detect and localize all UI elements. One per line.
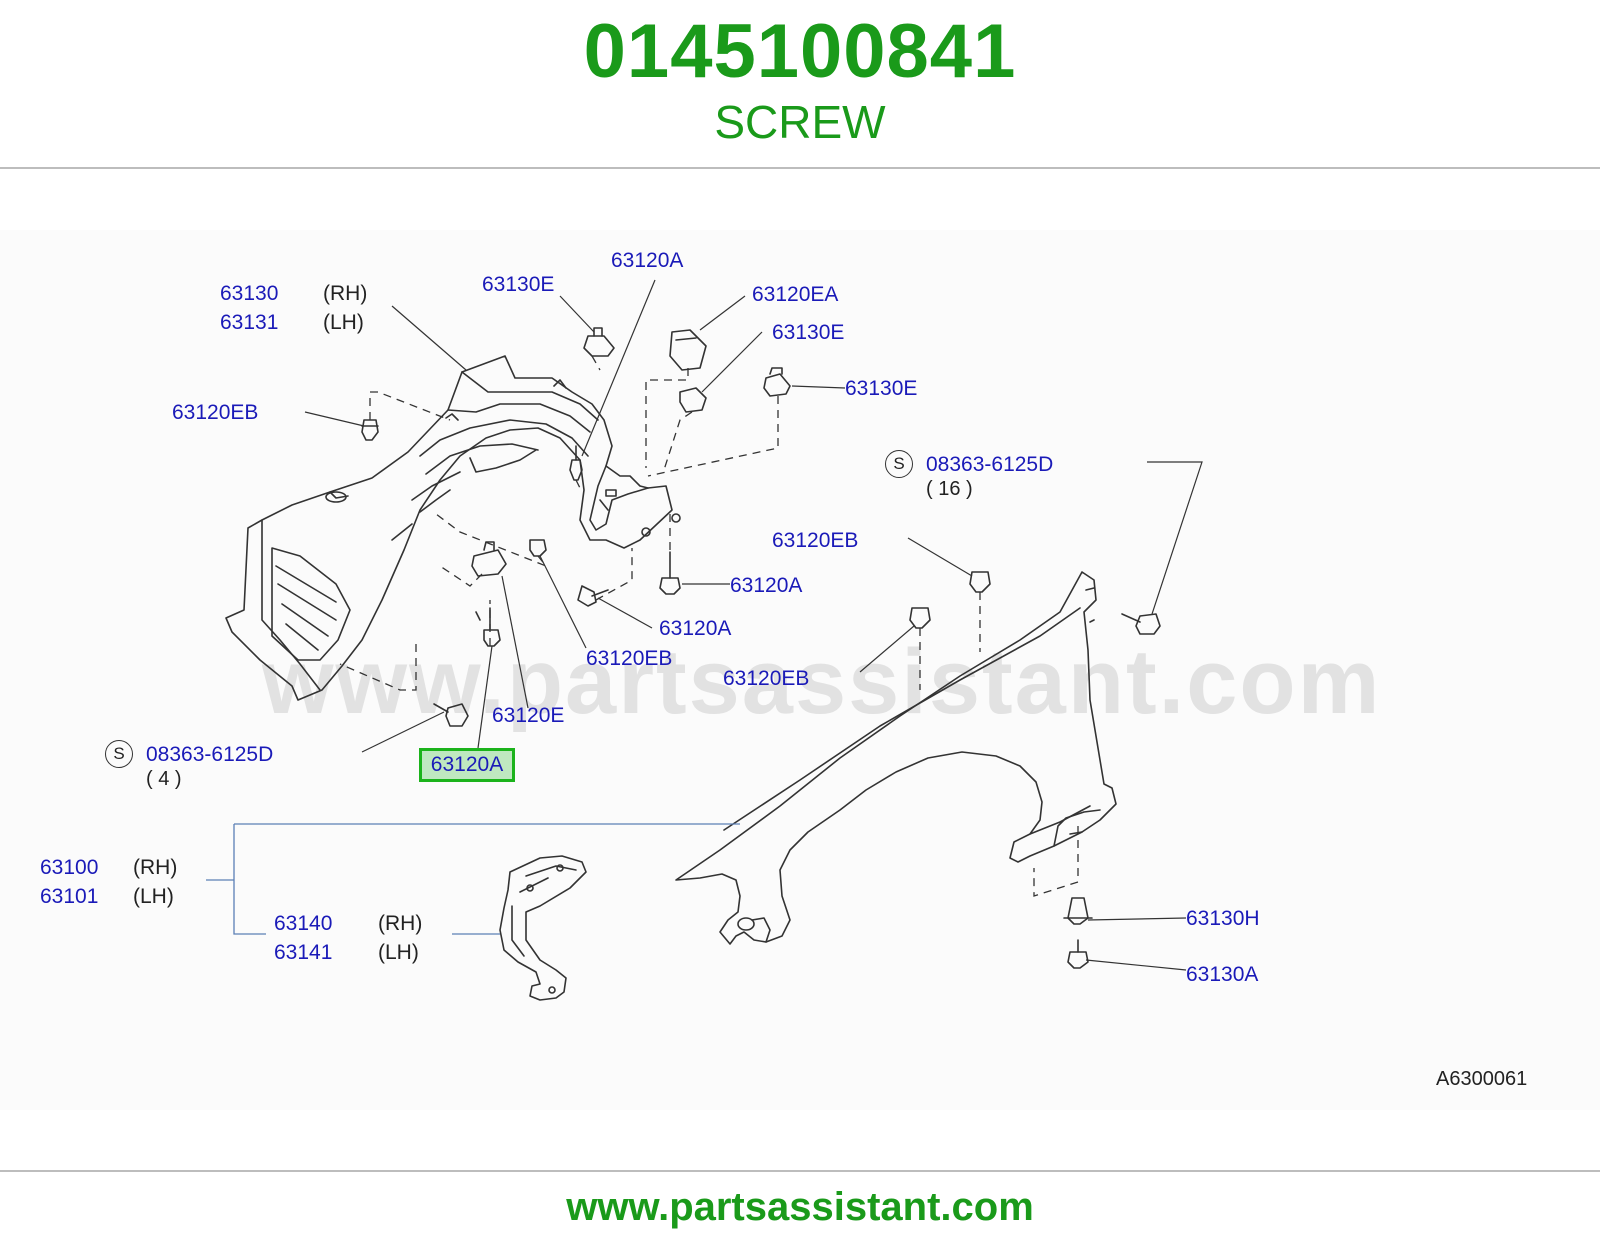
callout-63130E-right[interactable]: 63130E	[845, 377, 918, 400]
callout-63120A-top[interactable]: 63120A	[611, 249, 684, 272]
header-divider	[0, 167, 1600, 169]
callout-63130[interactable]: 63130	[220, 282, 279, 305]
callout-63130H[interactable]: 63130H	[1186, 907, 1260, 930]
callout-63120EA[interactable]: 63120EA	[752, 283, 839, 306]
callout-08363-6125D-right[interactable]: 08363-6125D	[926, 453, 1054, 476]
drawing-code: A6300061	[1436, 1068, 1528, 1090]
callout-08363-right-qty: ( 16 )	[926, 478, 973, 500]
callout-08363-6125D-left[interactable]: 08363-6125D	[146, 743, 274, 766]
leader-lines	[304, 279, 1203, 971]
front-fender-drawing	[675, 571, 1117, 945]
footer-divider	[0, 1170, 1600, 1172]
page-header: 0145100841 SCREW	[0, 0, 1600, 170]
callout-63131[interactable]: 63131	[220, 311, 279, 334]
callout-63120A-low[interactable]: 63120A	[659, 617, 732, 640]
callout-08363-left-qty: ( 4 )	[146, 768, 182, 790]
callout-63100[interactable]: 63100	[40, 856, 99, 879]
part-name-subtitle: SCREW	[714, 96, 886, 148]
callout-63130E-middle[interactable]: 63130E	[772, 321, 845, 344]
callout-63140-side: (RH)	[378, 912, 423, 935]
callout-63100-side: (RH)	[133, 856, 178, 879]
callout-63130-side: (RH)	[323, 282, 368, 305]
fastener-drawings	[361, 327, 1161, 969]
callout-63101[interactable]: 63101	[40, 885, 99, 908]
callout-63120A-highlighted[interactable]: 63120A	[419, 748, 515, 782]
footer-url-link[interactable]: www.partsassistant.com	[566, 1185, 1034, 1229]
fender-bracket-drawing	[499, 855, 587, 1001]
part-number-title: 0145100841	[583, 9, 1017, 94]
s-symbol-right: S	[885, 450, 913, 478]
diagram-background	[0, 230, 1600, 1110]
callout-63120EB-mid[interactable]: 63120EB	[772, 529, 859, 552]
callout-63130A[interactable]: 63130A	[1186, 963, 1259, 986]
callout-63140[interactable]: 63140	[274, 912, 333, 935]
callout-63130E-top[interactable]: 63130E	[482, 273, 555, 296]
fender-liner-drawing	[225, 355, 681, 701]
callout-63120EB-low[interactable]: 63120EB	[586, 647, 673, 670]
callout-63120EB-fender[interactable]: 63120EB	[723, 667, 810, 690]
callout-63101-side: (LH)	[133, 885, 174, 908]
callout-63141-side: (LH)	[378, 941, 419, 964]
callout-63120EB-left[interactable]: 63120EB	[172, 401, 259, 424]
callout-63120A-mid[interactable]: 63120A	[730, 574, 803, 597]
callout-63120E[interactable]: 63120E	[492, 704, 565, 727]
watermark: www.partsassistant.com	[262, 631, 1382, 733]
s-symbol-left: S	[105, 740, 133, 768]
callout-63131-side: (LH)	[323, 311, 364, 334]
callout-63141[interactable]: 63141	[274, 941, 333, 964]
grouping-bracket	[206, 823, 740, 935]
